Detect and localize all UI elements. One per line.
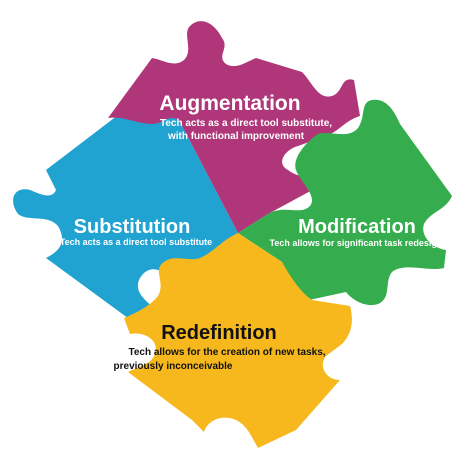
modification-desc: Tech allows for significant task redesig… (270, 238, 443, 248)
redefinition-piece (124, 233, 352, 448)
substitution-title: Substitution (74, 216, 191, 238)
redefinition-title: Redefinition (161, 322, 277, 344)
augmentation-desc-line-2: with functional improvement (167, 131, 305, 142)
substitution-desc: Tech acts as a direct tool substitute (60, 237, 212, 247)
modification-piece (238, 99, 452, 306)
redefinition-desc-line-1: Tech allows for the creation of new task… (128, 347, 325, 358)
augmentation-piece (108, 21, 360, 233)
augmentation-desc-line-1: Tech acts as a direct tool substitute, (160, 118, 332, 129)
redefinition-desc-line-2: previously inconceivable (114, 361, 233, 372)
augmentation-title: Augmentation (159, 92, 300, 115)
modification-title: Modification (298, 216, 416, 238)
